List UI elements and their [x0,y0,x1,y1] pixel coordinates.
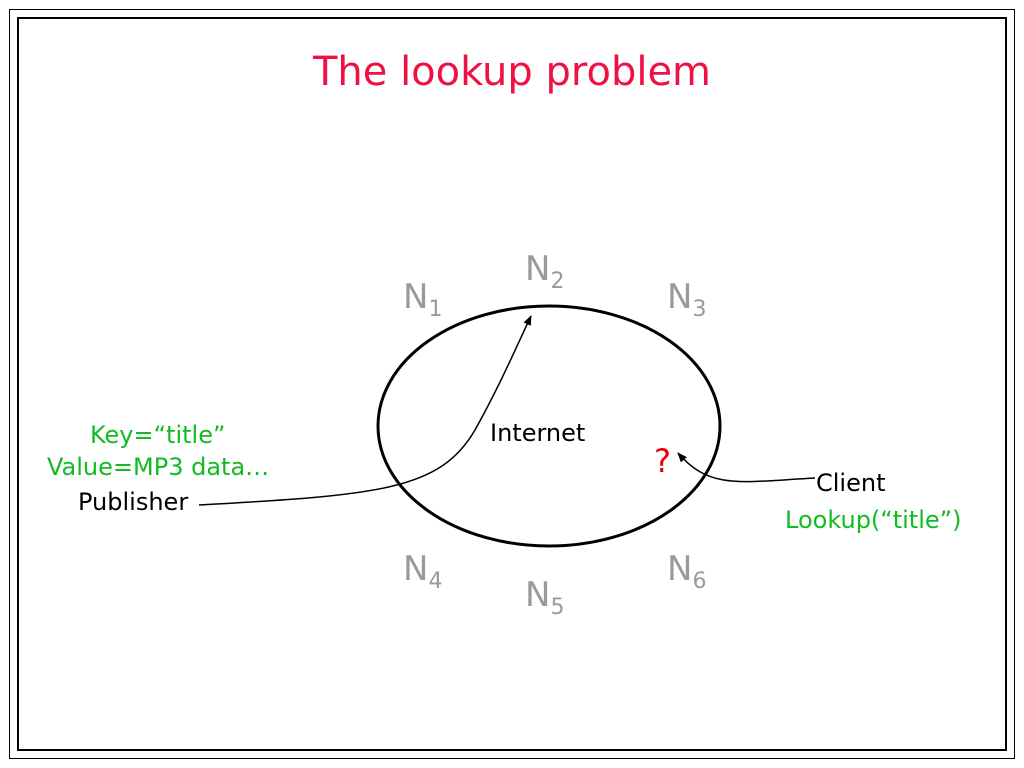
node-n2: N2 [525,249,565,294]
client-arrow [677,452,816,483]
client-lookup-request: Lookup(“title”) [785,506,962,534]
node-n4: N4 [403,549,443,594]
unknown-location-marker: ? [654,442,671,480]
client-label: Client [816,469,886,497]
slide-title: The lookup problem [312,49,712,95]
node-n6: N6 [667,549,707,594]
publisher-arrow [198,315,532,506]
publisher-label: Publisher [78,488,189,516]
slide-outer-border [9,9,1015,759]
node-n5: N5 [525,575,565,620]
slide-inner-border [17,17,1007,751]
internet-ellipse [376,304,722,548]
publisher-value: Value=MP3 data… [47,453,270,481]
node-n1: N1 [403,277,443,322]
internet-label: Internet [490,419,586,447]
publisher-key: Key=“title” [90,421,226,449]
node-n3: N3 [667,277,707,322]
